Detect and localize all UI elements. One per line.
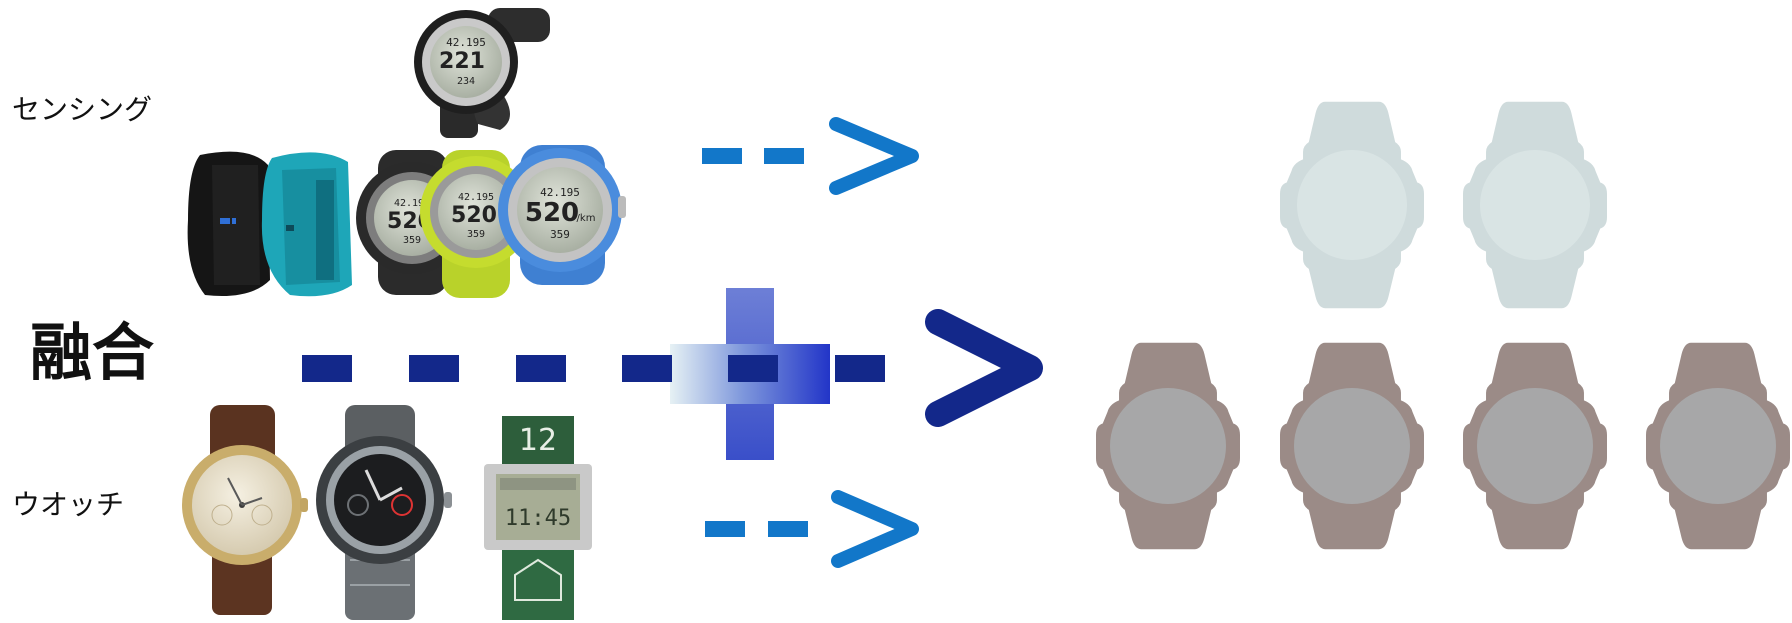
leather-dress-watch <box>182 405 308 615</box>
top-watch-line-1: 42.195 <box>446 36 486 49</box>
svg-text:42.195: 42.195 <box>458 192 494 203</box>
sensing-label: センシング <box>12 93 153 126</box>
svg-text:42.195: 42.195 <box>394 198 430 209</box>
fusion-arrow <box>302 309 1043 427</box>
future-watch-silhouettes <box>1096 101 1790 550</box>
top-gps-watch: 42.195 221 234 <box>414 8 550 138</box>
steel-chronograph-watch <box>316 405 452 620</box>
runner-watch-line-3: 359 <box>550 228 570 241</box>
runner-watch-line-2: 520 <box>525 198 579 228</box>
digital-watch-number: 12 <box>519 423 557 458</box>
runner-watch-line-1: 42.195 <box>540 186 580 199</box>
watch-silhouette-icon <box>1096 342 1240 550</box>
blue-running-watch: 42.195 520 /km 359 <box>498 145 626 285</box>
top-watch-line-3: 234 <box>457 76 475 87</box>
watch-silhouette-icon <box>1280 101 1424 309</box>
green-digital-watch: 12 11:45 <box>484 416 592 620</box>
teal-activity-band <box>261 152 352 297</box>
watch-arrow <box>705 490 919 568</box>
digital-watch-time: 11:45 <box>505 506 571 531</box>
fusion-label: 融合 <box>30 316 155 389</box>
svg-text:359: 359 <box>467 229 485 240</box>
black-activity-band <box>187 151 270 296</box>
watch-silhouette-icon <box>1280 342 1424 550</box>
svg-text:520: 520 <box>451 203 497 228</box>
watch-label: ウオッチ <box>12 488 125 521</box>
sensing-products: 42.195 221 234 42.195 520 359 <box>187 8 626 298</box>
watch-silhouette-icon <box>1646 342 1790 550</box>
watch-silhouette-icon <box>1463 101 1607 309</box>
sensing-arrow <box>702 117 919 195</box>
runner-watch-unit: /km <box>577 213 596 224</box>
watch-silhouette-icon <box>1463 342 1607 550</box>
svg-text:359: 359 <box>403 235 421 246</box>
watch-products: 12 11:45 <box>182 405 592 620</box>
top-watch-line-2: 221 <box>439 49 485 74</box>
